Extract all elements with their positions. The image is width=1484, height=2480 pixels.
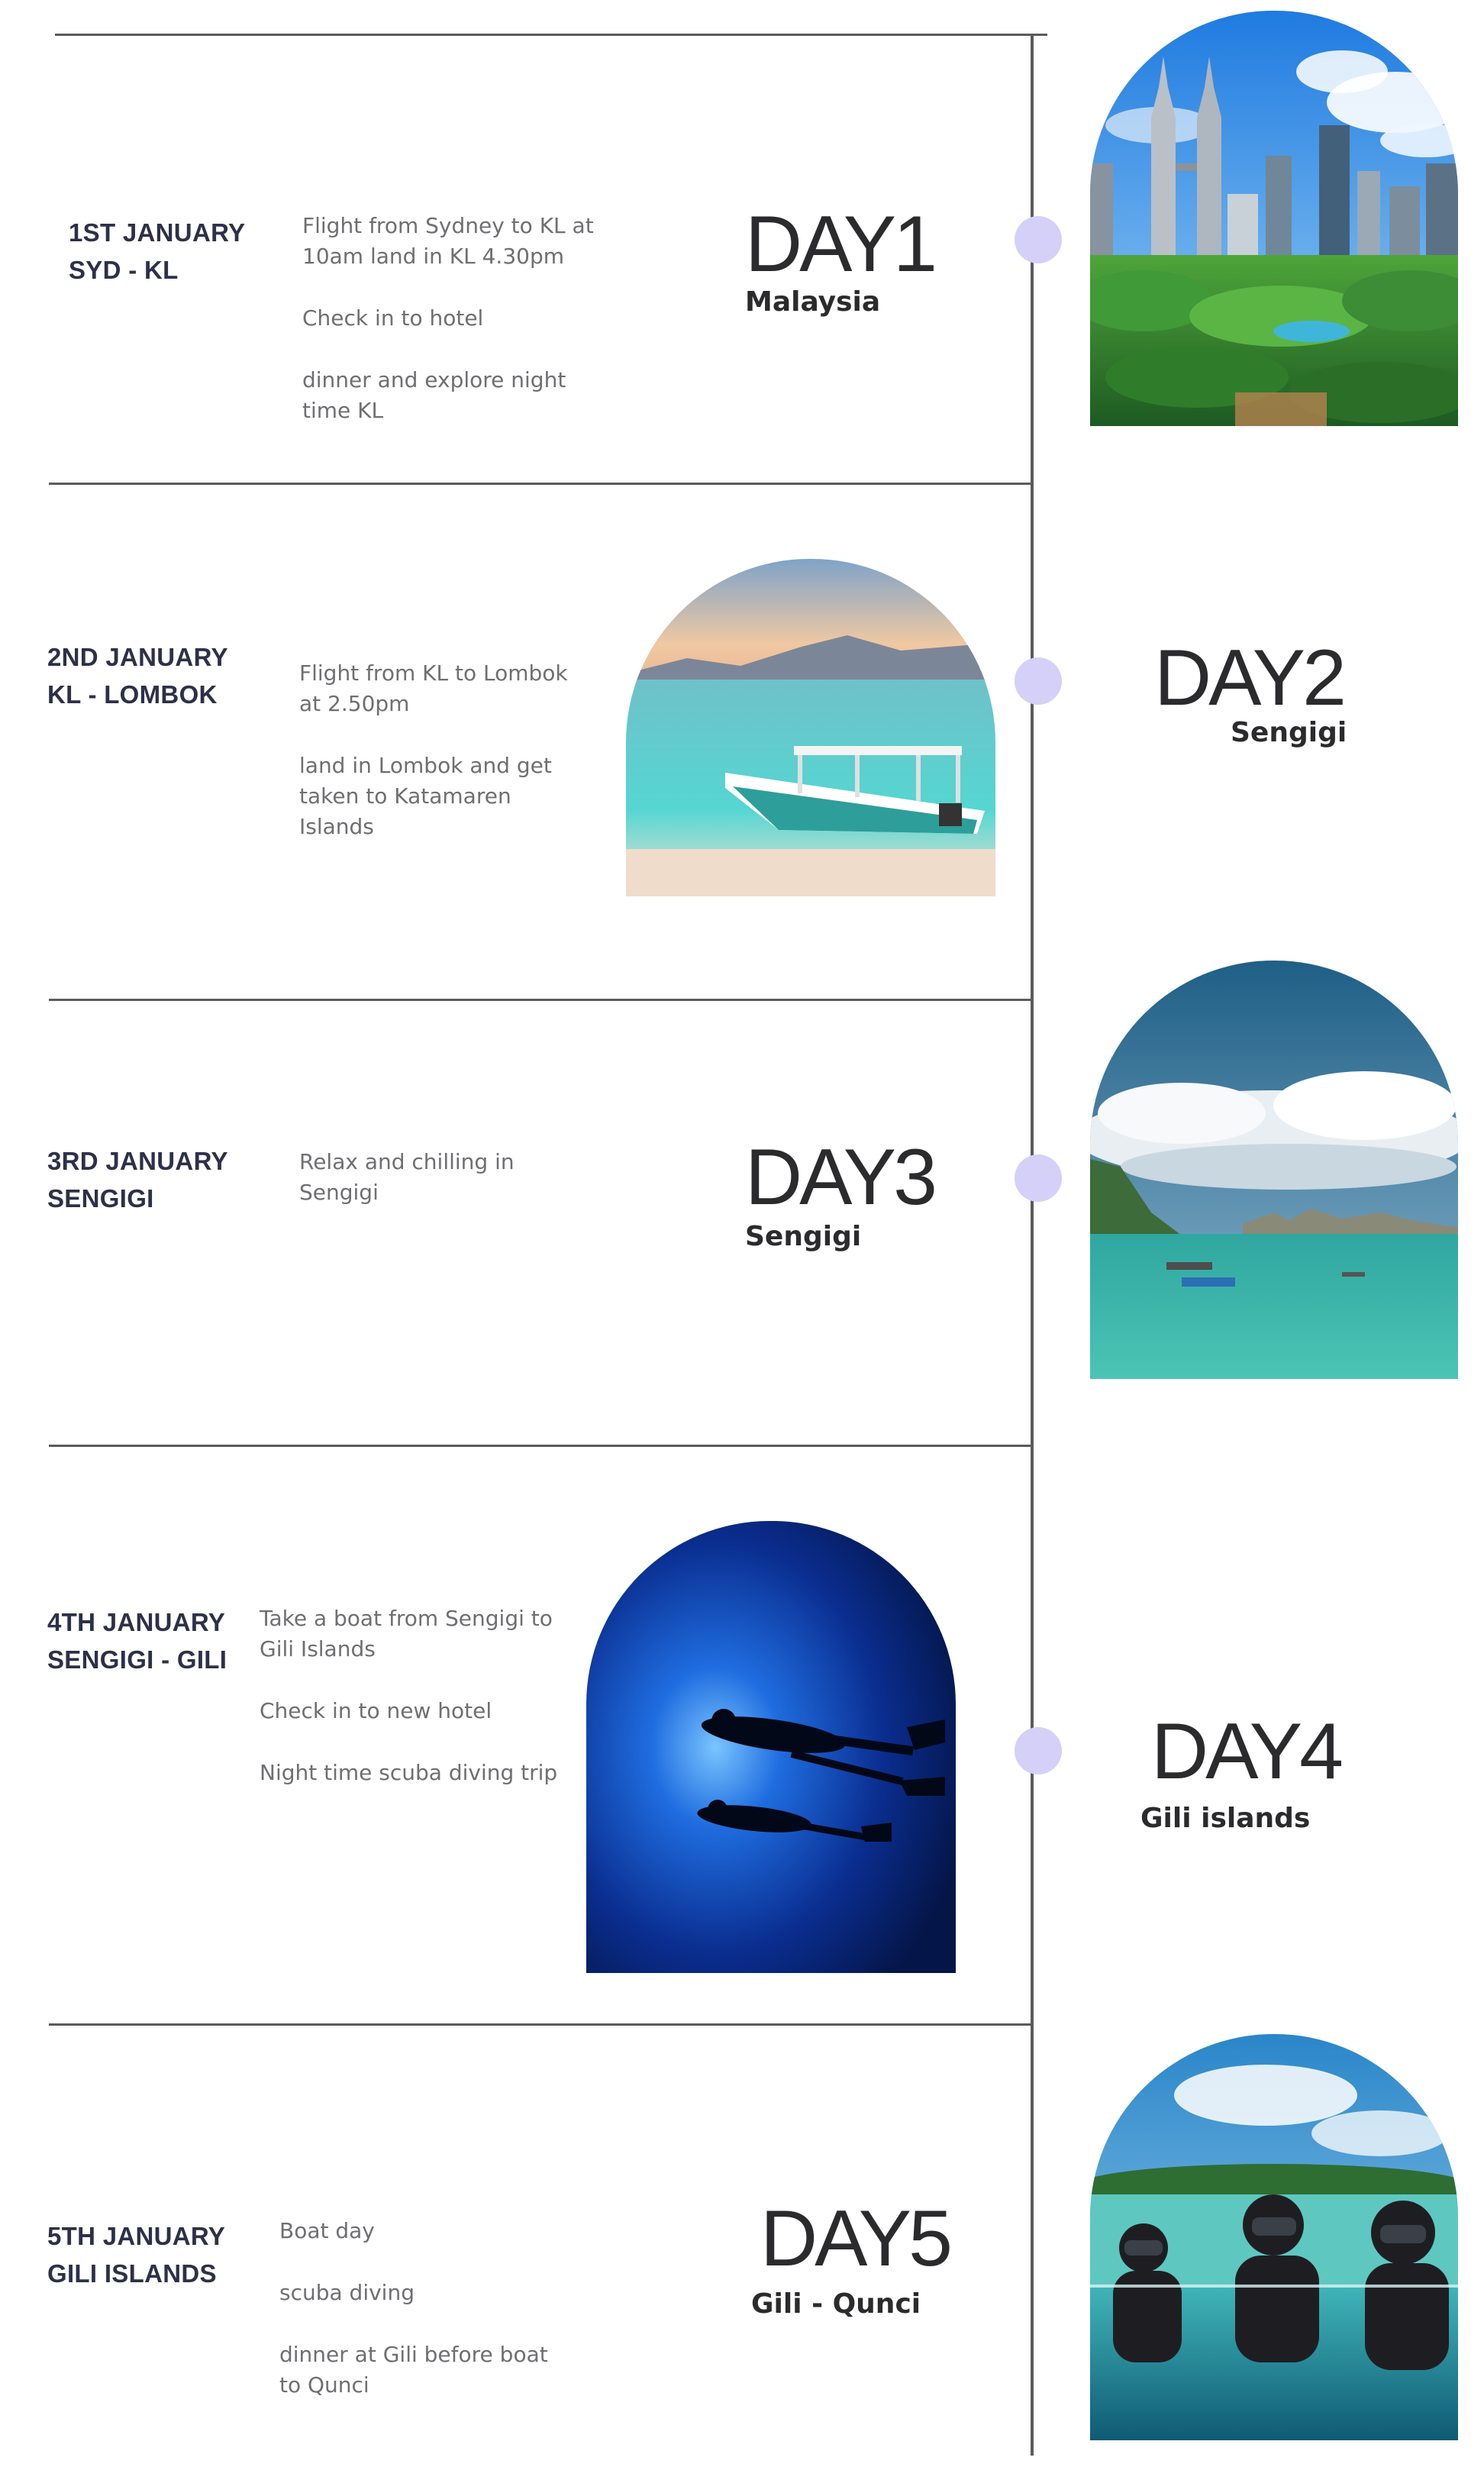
- day4-activity: Check in to new hotel: [260, 1698, 492, 1723]
- day2-place: Sengigi: [1231, 717, 1347, 748]
- day4-activity: Take a boat from Sengigi to Gili Islands: [260, 1606, 553, 1661]
- divider-4: [49, 2023, 1034, 2026]
- day2-activities: Flight from KL to Lombok at 2.50pm land …: [299, 658, 589, 842]
- day5-activity: dinner at Gili before boat to Qunci: [279, 2342, 548, 2398]
- kuala-lumpur-skyline-image: [1090, 11, 1458, 426]
- day2-route: KL - LOMBOK: [47, 680, 218, 709]
- day4-activity: Night time scuba diving trip: [260, 1760, 558, 1785]
- day5-location: GILI ISLANDS: [47, 2259, 217, 2288]
- day4-place: Gili islands: [1140, 1803, 1311, 1834]
- day4-date-line1: 4TH JANUARY: [47, 1608, 226, 1636]
- timeline-dot-day4: [1015, 1727, 1062, 1774]
- day4-activities: Take a boat from Sengigi to Gili Islands…: [260, 1603, 565, 1788]
- day2-date-line1: 2ND JANUARY: [47, 643, 228, 671]
- divider-3: [49, 1445, 1034, 1447]
- day1-place: Malaysia: [745, 286, 881, 318]
- scuba-divers-image: [586, 1521, 956, 1973]
- day2-heading: DAY2: [1154, 634, 1347, 722]
- timeline-dot-day2: [1015, 657, 1062, 705]
- divider-2: [49, 999, 1034, 1001]
- sengigi-bay-image: [1090, 961, 1458, 1379]
- day2-date: 2ND JANUARY KL - LOMBOK: [47, 638, 228, 713]
- day5-activities: Boat day scuba diving dinner at Gili bef…: [279, 2216, 569, 2401]
- day3-place: Sengigi: [745, 1221, 862, 1252]
- day3-date: 3RD JANUARY SENGIGI: [47, 1142, 228, 1217]
- day3-activities: Relax and chilling in Sengigi: [299, 1147, 589, 1208]
- lombok-boat-image: [626, 559, 995, 896]
- day2-activity: land in Lombok and get taken to Katamare…: [299, 753, 552, 839]
- day1-date-line1: 1ST JANUARY: [69, 218, 246, 247]
- day4-heading: DAY4: [1151, 1707, 1344, 1796]
- day1-activity: Check in to hotel: [302, 305, 484, 331]
- day3-heading: DAY3: [745, 1133, 937, 1222]
- day1-heading: DAY1: [745, 200, 937, 289]
- day1-activities: Flight from Sydney to KL at 10am land in…: [302, 211, 608, 426]
- day5-heading: DAY5: [760, 2194, 953, 2283]
- day3-date-line1: 3RD JANUARY: [47, 1147, 228, 1175]
- day4-date: 4TH JANUARY SENGIGI - GILI: [47, 1603, 227, 1678]
- timeline-dot-day3: [1015, 1154, 1062, 1202]
- day2-activity: Flight from KL to Lombok at 2.50pm: [299, 660, 568, 716]
- day5-date: 5TH JANUARY GILI ISLANDS: [47, 2217, 225, 2292]
- day5-place: Gili - Qunci: [751, 2288, 921, 2320]
- timeline-line: [1031, 34, 1034, 2456]
- day1-date: 1ST JANUARY SYD - KL: [69, 214, 245, 289]
- gili-snorkelers-image: [1090, 2034, 1458, 2440]
- day4-route: SENGIGI - GILI: [47, 1645, 227, 1674]
- day1-activity: Flight from Sydney to KL at 10am land in…: [302, 213, 594, 269]
- day5-activity: Boat day: [279, 2218, 375, 2243]
- day1-activity: dinner and explore night time KL: [302, 367, 566, 423]
- divider-top: [55, 34, 1047, 36]
- day5-activity: scuba diving: [279, 2280, 415, 2305]
- divider-1: [49, 483, 1034, 485]
- day5-date-line1: 5TH JANUARY: [47, 2222, 226, 2250]
- day1-route: SYD - KL: [69, 256, 179, 284]
- day3-activity: Relax and chilling in Sengigi: [299, 1149, 515, 1205]
- day3-location: SENGIGI: [47, 1184, 154, 1213]
- timeline-dot-day1: [1015, 216, 1062, 263]
